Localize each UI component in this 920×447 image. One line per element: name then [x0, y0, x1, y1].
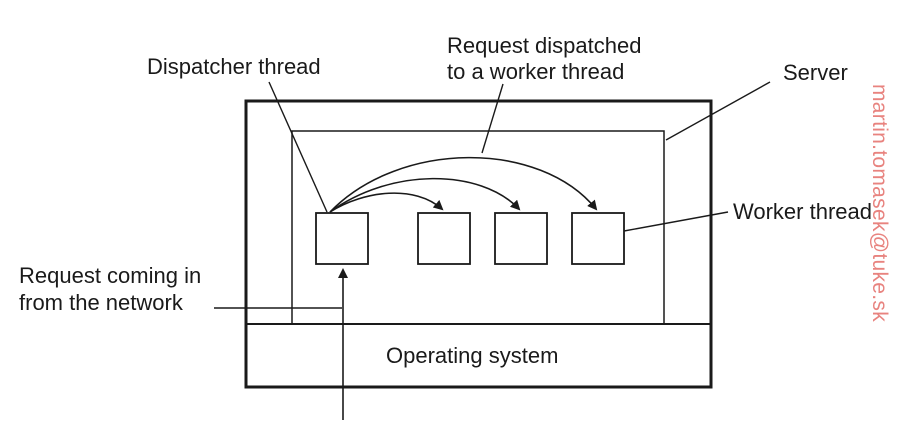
worker-thread-box-3 — [571, 212, 625, 265]
worker-thread-box-2 — [494, 212, 548, 265]
request-dispatched-label-line2: to a worker thread — [447, 59, 624, 84]
machine-outer-box — [244, 99, 713, 389]
dispatcher-leader-line — [268, 81, 328, 213]
dispatcher-thread-box — [315, 212, 369, 265]
dispatch-arrow-2 — [329, 177, 521, 213]
worker-thread-label: Worker thread — [733, 199, 872, 224]
server-label: Server — [783, 60, 848, 85]
request-dispatched-leader-line — [481, 83, 504, 154]
watermark-text: martin.tomasek@tuke.sk — [868, 84, 891, 322]
server-process-box — [291, 130, 665, 325]
request-coming-label-line2: from the network — [19, 290, 184, 315]
server-leader-line — [665, 81, 771, 141]
request-dispatched-label-line1: Request dispatched — [447, 33, 641, 58]
dispatcher-thread-label: Dispatcher thread — [147, 54, 321, 79]
dispatch-arrow-3 — [329, 156, 598, 213]
worker-thread-box-1 — [417, 212, 471, 265]
dispatch-arrow-1 — [329, 192, 444, 213]
request-coming-label-line1: Request coming in — [19, 263, 201, 288]
operating-system-label: Operating system — [386, 343, 558, 368]
worker-leader-line — [623, 211, 729, 232]
